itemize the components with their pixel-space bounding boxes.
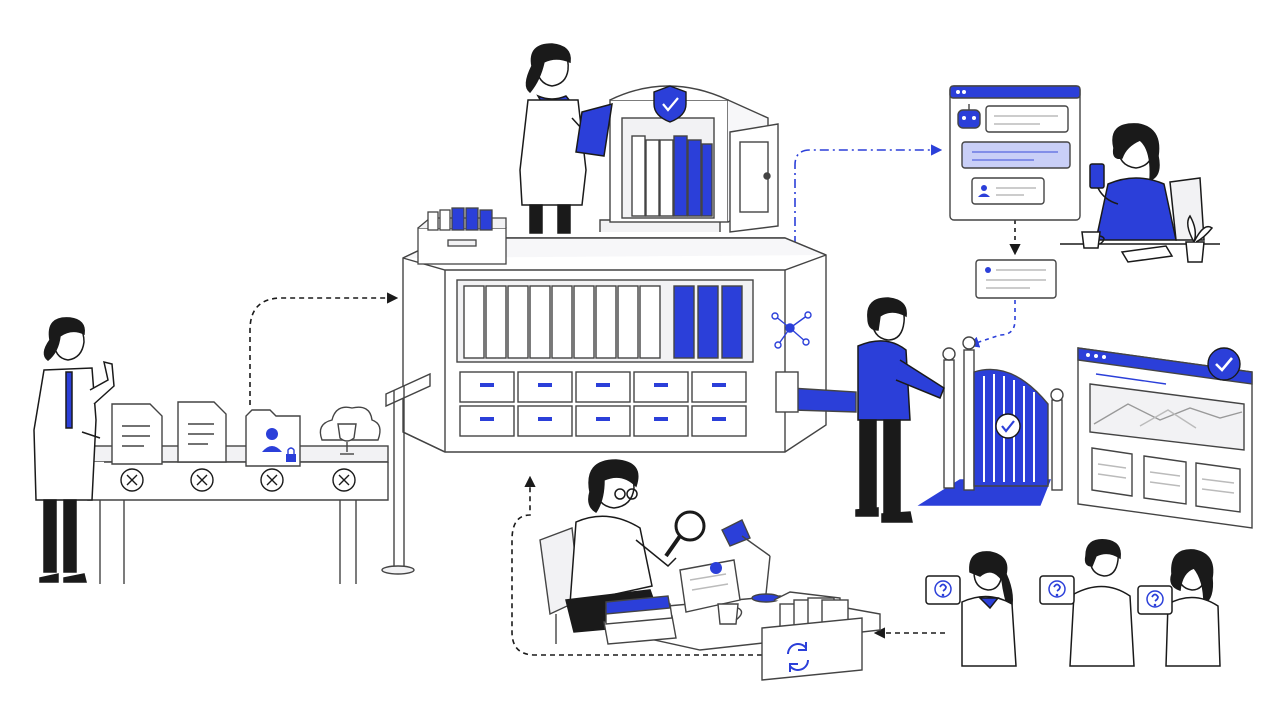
- user-icon: [978, 185, 990, 197]
- shield-check-icon: [653, 85, 687, 123]
- screened-document-1: [111, 403, 163, 465]
- archive-binders: [463, 285, 743, 359]
- questioner-3: [1137, 549, 1221, 667]
- arrow-review-to-archive: [511, 475, 762, 656]
- dashboard-cards: [1091, 447, 1241, 513]
- public-questions: [925, 539, 1221, 667]
- question-mark-icon: [1048, 580, 1066, 598]
- cabinet-binders: [631, 135, 713, 217]
- flow-arrows: [249, 144, 1021, 656]
- user-with-phone: [1060, 123, 1220, 263]
- screened-document-2: [177, 401, 227, 463]
- questioner-1: [925, 551, 1017, 667]
- drawer-handles: [480, 383, 726, 421]
- dashboard-window: [1077, 347, 1253, 529]
- arrow-chat-to-gate: [967, 300, 1016, 348]
- file-tray: [417, 207, 507, 265]
- x-mark-icon: [260, 468, 284, 492]
- magnifying-glass-icon: [664, 510, 706, 558]
- network-nodes-icon: [771, 311, 812, 349]
- curator-review-desk: [539, 459, 881, 651]
- central-archive: [402, 237, 827, 453]
- book-stack: [603, 595, 677, 645]
- questioner-2: [1039, 539, 1135, 667]
- scientist-screener: [33, 317, 115, 583]
- x-mark-icon: [332, 468, 356, 492]
- question-mark-icon: [1146, 590, 1164, 608]
- refresh-icon: [787, 642, 809, 672]
- potted-plant: [1185, 214, 1214, 263]
- x-mark-icon: [190, 468, 214, 492]
- forwarded-message-card: [975, 259, 1057, 299]
- robot-icon: [957, 104, 981, 129]
- lock-icon: [286, 447, 296, 462]
- screening-table: [87, 372, 431, 584]
- arrow-archive-to-chat: [794, 144, 943, 245]
- secure-cabinet: [599, 85, 779, 233]
- access-gate: [775, 336, 1064, 506]
- arrow-screening-to-archive: [249, 292, 399, 405]
- checkmark-icon: [1207, 347, 1241, 381]
- cloud-trophy-item: [319, 406, 381, 455]
- x-mark-icon: [120, 468, 144, 492]
- dashboard-card-lines: [1097, 463, 1235, 494]
- barrier-post: [381, 372, 431, 575]
- archivist-with-tablet: [519, 43, 613, 234]
- personal-data-folder: [245, 409, 301, 467]
- desk-lamp-icon: [721, 519, 781, 603]
- question-mark-icon: [934, 580, 952, 598]
- return-tray: [761, 591, 863, 681]
- visitor-at-gate: [855, 297, 945, 523]
- checkmark-icon: [995, 413, 1021, 439]
- reject-markers: [120, 468, 356, 492]
- chat-assistant-window: [949, 85, 1081, 221]
- trophy-icon: [337, 423, 357, 455]
- user-icon: [262, 428, 282, 452]
